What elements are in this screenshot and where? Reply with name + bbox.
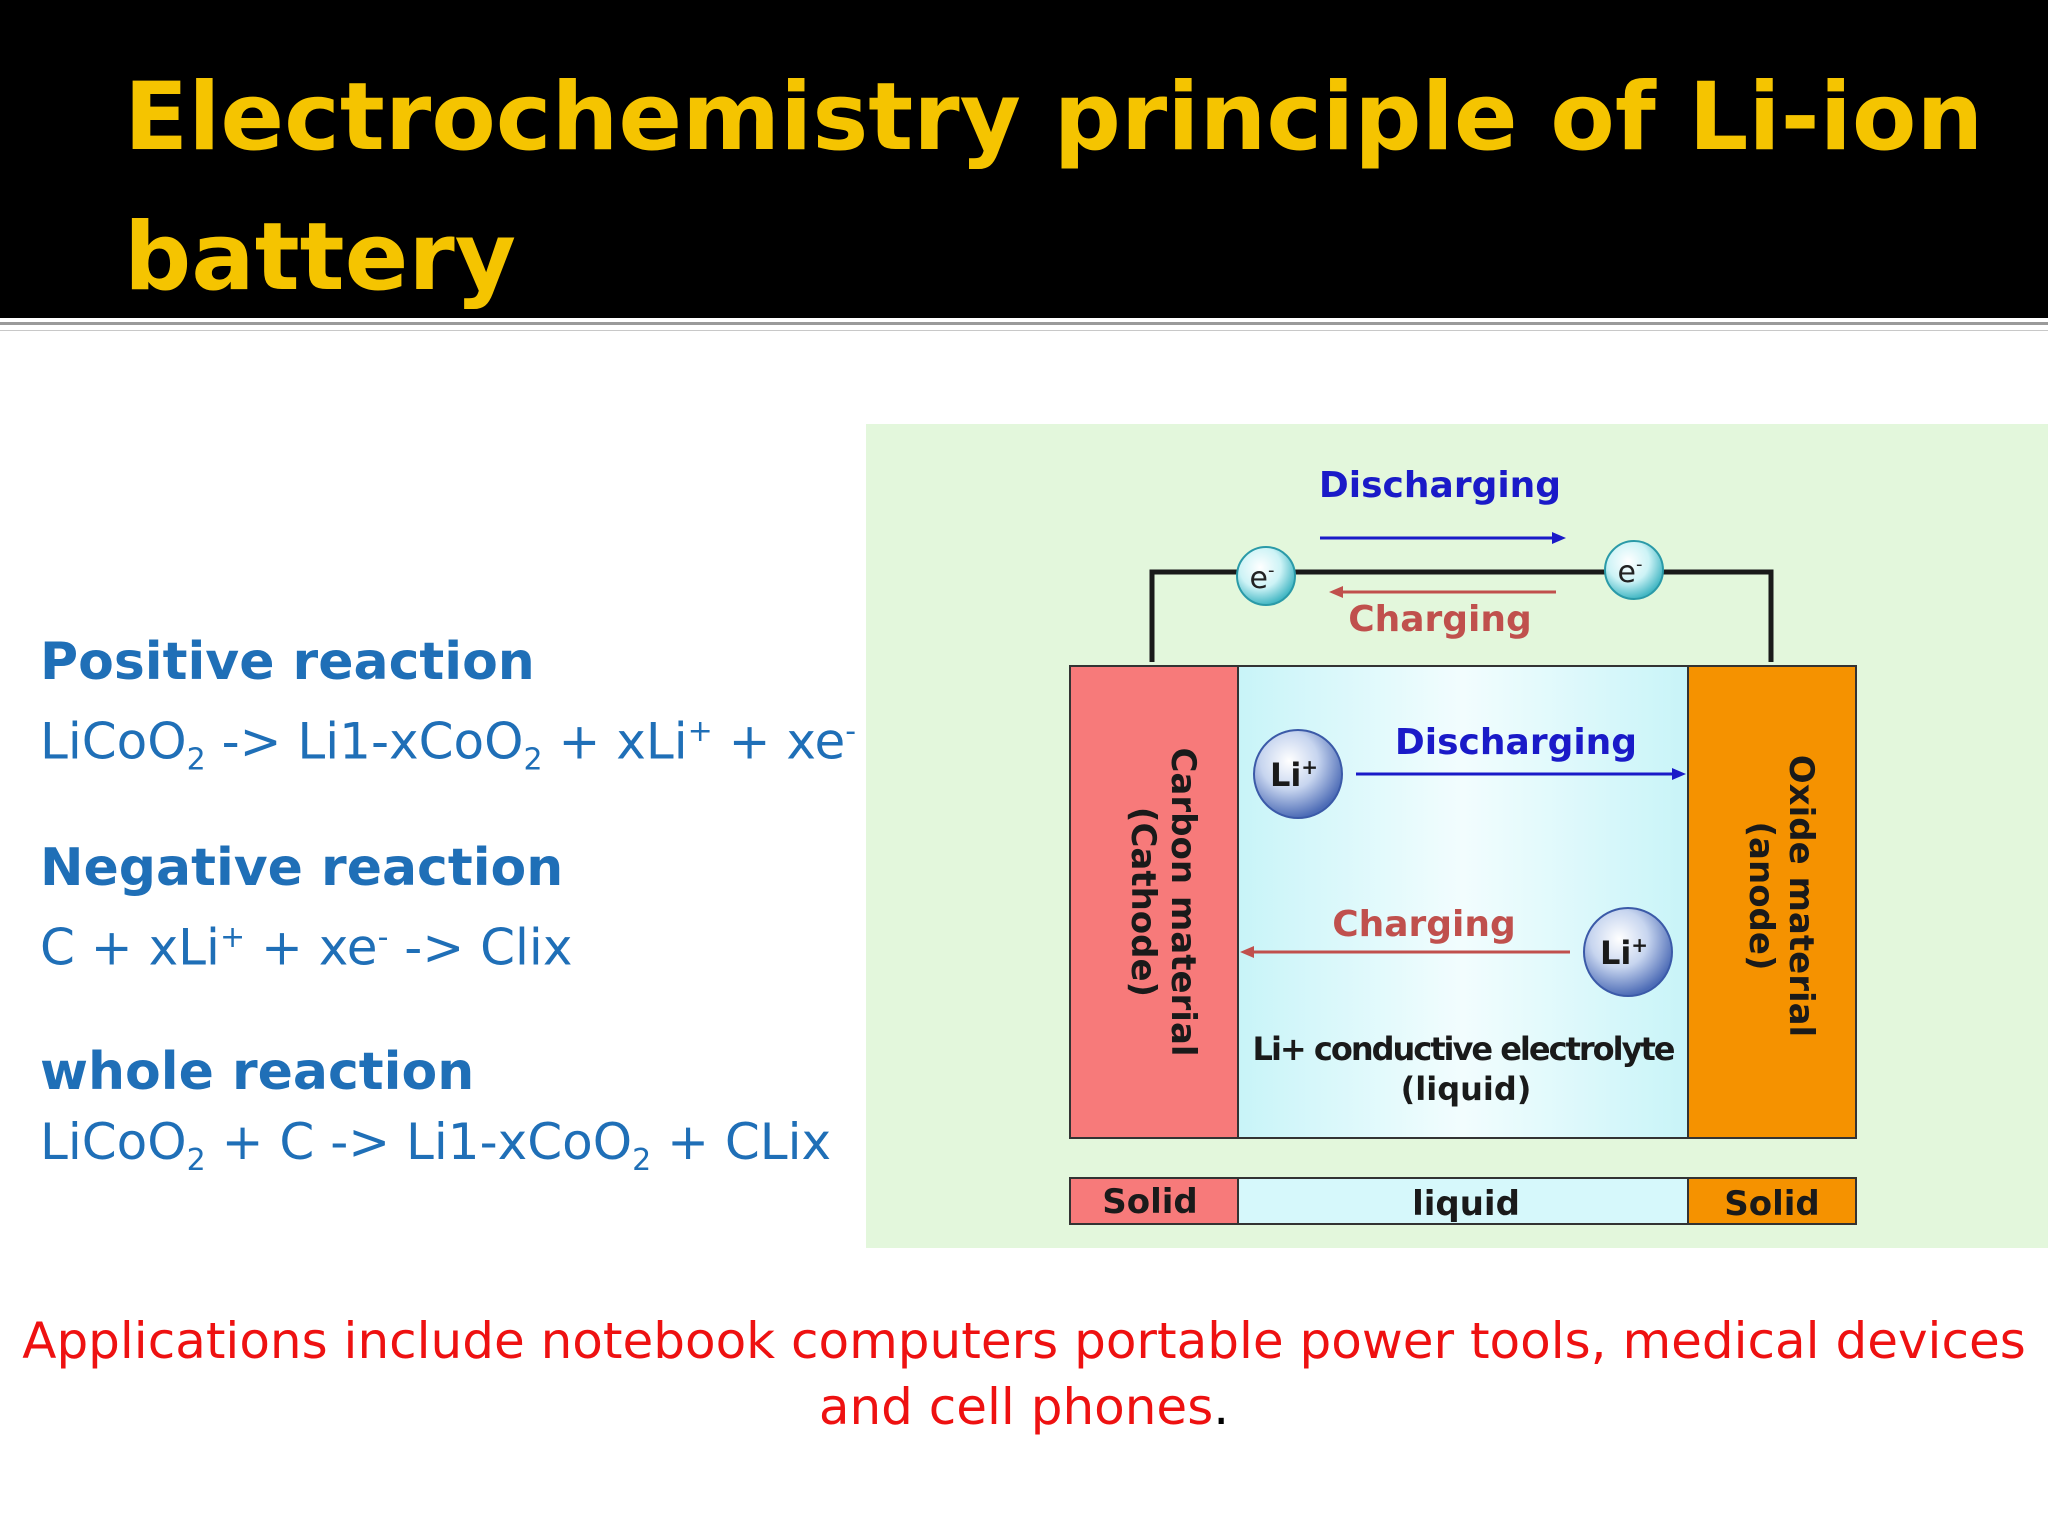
phase-liquid [1237, 1177, 1689, 1225]
inner-discharging-arrowhead [1672, 768, 1686, 780]
electron-right-label: e- [1618, 554, 1643, 590]
li-ion-right-icon [1583, 907, 1673, 997]
positive-reaction-equation: LiCoO2 -> Li1-xCoO2 + xLi+ + xe- [40, 700, 866, 793]
cathode-label-line1: Carbon material [1163, 747, 1203, 1056]
cathode-label-line2: (Cathode) [1123, 807, 1163, 997]
inner-charging-arrowhead [1240, 946, 1254, 958]
whole-reaction-equation: LiCoO2 + C -> Li1-xCoO2 + CLix [40, 1110, 831, 1193]
ion-symbol: Li [1270, 756, 1301, 794]
eq-superscript: - [845, 714, 857, 749]
electron-right-icon [1604, 540, 1664, 600]
title-divider [0, 322, 2048, 325]
electrolyte-label-line1: Li+ conductive electrolyte [1253, 1030, 1675, 1068]
battery-diagram-svg: Discharging Charging e- e- Carbon materi… [1069, 465, 1857, 1225]
top-discharging-label: Discharging [1319, 465, 1561, 506]
eq-part: C + xLi [40, 918, 220, 977]
eq-part: LiCoO [40, 1113, 187, 1171]
applications-period: . [1213, 1378, 1230, 1436]
anode-block [1687, 665, 1857, 1139]
li-ion-left-label: Li+ [1270, 755, 1318, 794]
negative-reaction-equation: C + xLi+ + xe- -> Clix [40, 906, 572, 980]
ion-charge: + [1631, 933, 1648, 957]
phase-solid-left [1069, 1177, 1239, 1225]
li-ion-right-label: Li+ [1600, 933, 1648, 972]
applications-note: Applications include notebook computers … [20, 1308, 2028, 1440]
title-divider-thin [0, 330, 2048, 331]
eq-subscript: 2 [186, 742, 206, 778]
inner-charging-label: Charging [1332, 904, 1516, 945]
phase-liquid-label: liquid [1412, 1184, 1520, 1224]
eq-subscript: 2 [632, 1143, 652, 1178]
top-charging-arrowhead [1329, 586, 1343, 598]
anode-label-line1: Oxide material [1781, 755, 1821, 1037]
eq-part: + CLix [651, 1113, 832, 1171]
eq-part: + xe [245, 918, 378, 977]
applications-text: Applications include notebook computers … [22, 1312, 2026, 1436]
eq-part: + xLi [542, 712, 688, 771]
phase-solid-right-label: Solid [1724, 1184, 1820, 1224]
title-bar: Electrochemistry principle of Li-ion bat… [0, 0, 2048, 318]
electron-charge: - [1636, 554, 1643, 575]
anode-label-line2: (anode) [1741, 822, 1781, 971]
eq-part: -> Li1-xCoO [205, 712, 524, 771]
electron-left-icon [1236, 546, 1296, 606]
eq-subscript: 2 [186, 1143, 206, 1178]
cathode-block [1069, 665, 1239, 1139]
anode-label: Oxide material (anode) [1741, 755, 1821, 1037]
electrolyte-label-line2: (liquid) [1401, 1070, 1532, 1108]
slide-title: Electrochemistry principle of Li-ion bat… [124, 63, 1984, 312]
ion-symbol: Li [1600, 934, 1631, 972]
eq-part: -> Clix [388, 918, 573, 977]
electron-symbol: e [1618, 555, 1636, 590]
top-discharging-arrowhead [1552, 532, 1566, 544]
top-charging-label: Charging [1348, 599, 1532, 640]
eq-superscript: + [687, 714, 713, 749]
eq-superscript: + [219, 920, 246, 955]
eq-subscript: 2 [523, 742, 543, 778]
phase-solid-right [1687, 1177, 1857, 1225]
electron-charge: - [1268, 560, 1275, 581]
positive-reaction-heading: Positive reaction [40, 632, 535, 692]
eq-superscript: - [377, 920, 389, 955]
eq-part: + xe [712, 712, 846, 771]
inner-discharging-label: Discharging [1395, 722, 1637, 763]
cathode-label: Carbon material (Cathode) [1123, 747, 1203, 1056]
eq-part: + C -> Li1-xCoO [205, 1113, 633, 1171]
negative-reaction-heading: Negative reaction [40, 838, 564, 898]
li-ion-left-icon [1253, 729, 1343, 819]
electron-left-label: e- [1250, 560, 1275, 596]
whole-reaction-heading: whole reaction [40, 1042, 475, 1102]
eq-part: LiCoO [40, 712, 187, 771]
ion-charge: + [1301, 755, 1318, 779]
battery-diagram: Discharging Charging e- e- Carbon materi… [866, 424, 2048, 1248]
phase-solid-left-label: Solid [1102, 1182, 1198, 1222]
electron-symbol: e [1250, 561, 1268, 596]
external-circuit-wire [1149, 569, 1774, 662]
